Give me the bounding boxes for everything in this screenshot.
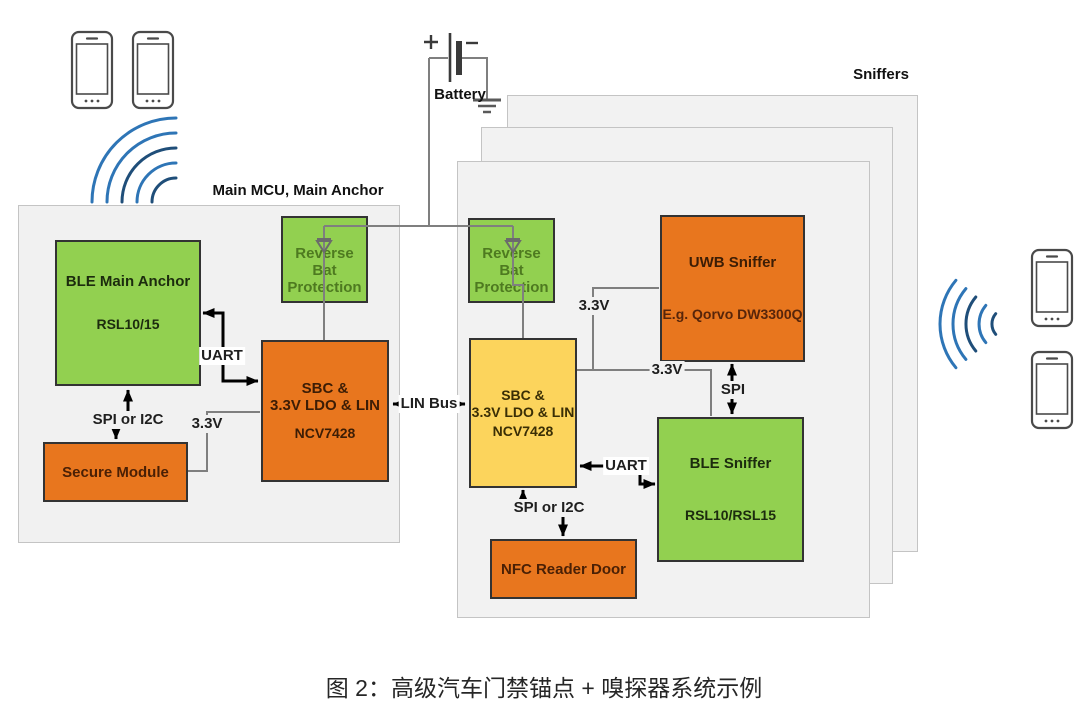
phone-icon	[1030, 350, 1074, 430]
figure-caption: 图 2：高级汽车门禁锚点 + 嗅探器系统示例	[325, 675, 763, 701]
spi-i2c-right-label: SPI or I2C	[511, 499, 587, 517]
battery-plus-sign	[424, 35, 438, 49]
phone-icon	[70, 30, 114, 110]
ble-main-anchor-title: BLE Main Anchor	[65, 273, 191, 290]
ble-main-anchor-block: BLE Main Anchor RSL10/15	[55, 240, 201, 386]
radio-waves-icon	[90, 116, 178, 204]
battery-icon	[424, 33, 478, 82]
ble-main-anchor-part: RSL10/15	[96, 316, 160, 332]
reverse-bat-right-block: Reverse Bat Protection	[468, 218, 555, 303]
uart-right-label: UART	[603, 457, 649, 475]
phone-icon	[1030, 248, 1074, 328]
sniffers-panel-title: Sniffers	[853, 66, 909, 83]
uart-left-label: UART	[199, 347, 245, 365]
sbc-left-line2: 3.3V LDO & LIN	[269, 397, 381, 414]
reverse-bat-right-title: Reverse Bat Protection	[474, 245, 549, 296]
spi-label: SPI	[718, 381, 748, 399]
secure-module-title: Secure Module	[62, 463, 169, 481]
nfc-reader-door-title: NFC Reader Door	[500, 560, 627, 578]
sbc-right-line1: SBC &	[501, 386, 545, 403]
uwb-sniffer-block: UWB Sniffer E.g. Qorvo DW3300Q	[660, 215, 805, 362]
nfc-reader-door-block: NFC Reader Door	[490, 539, 637, 599]
radio-waves-icon	[938, 278, 998, 370]
sbc-left-line1: SBC &	[301, 380, 349, 397]
sbc-left-part: NCV7428	[294, 425, 356, 441]
v33-upper-right-label: 3.3V	[576, 297, 612, 315]
reverse-bat-left-block: Reverse Bat Protection	[281, 216, 368, 303]
ble-sniffer-block: BLE Sniffer RSL10/RSL15	[657, 417, 804, 562]
spi-i2c-left-label: SPI or I2C	[90, 411, 166, 429]
battery-label: Battery	[434, 86, 486, 103]
reverse-bat-left-title: Reverse Bat Protection	[287, 245, 362, 296]
uwb-sniffer-part: E.g. Qorvo DW3300Q	[662, 306, 803, 322]
sbc-right-line2: 3.3V LDO & LIN	[471, 403, 575, 420]
secure-module-block: Secure Module	[43, 442, 188, 502]
ble-sniffer-title: BLE Sniffer	[689, 455, 772, 472]
sbc-right-block: SBC & 3.3V LDO & LIN NCV7428	[469, 338, 577, 488]
v33-lower-right-label: 3.3V	[649, 361, 685, 379]
lin-bus-label: LIN Bus	[398, 395, 460, 413]
sbc-right-part: NCV7428	[492, 422, 554, 439]
v33-left-label: 3.3V	[189, 415, 225, 433]
phone-icon	[131, 30, 175, 110]
main-mcu-panel-title: Main MCU, Main Anchor	[212, 182, 384, 199]
ble-sniffer-part: RSL10/RSL15	[684, 507, 777, 523]
uwb-sniffer-title: UWB Sniffer	[688, 254, 777, 271]
sbc-left-block: SBC & 3.3V LDO & LIN NCV7428	[261, 340, 389, 482]
